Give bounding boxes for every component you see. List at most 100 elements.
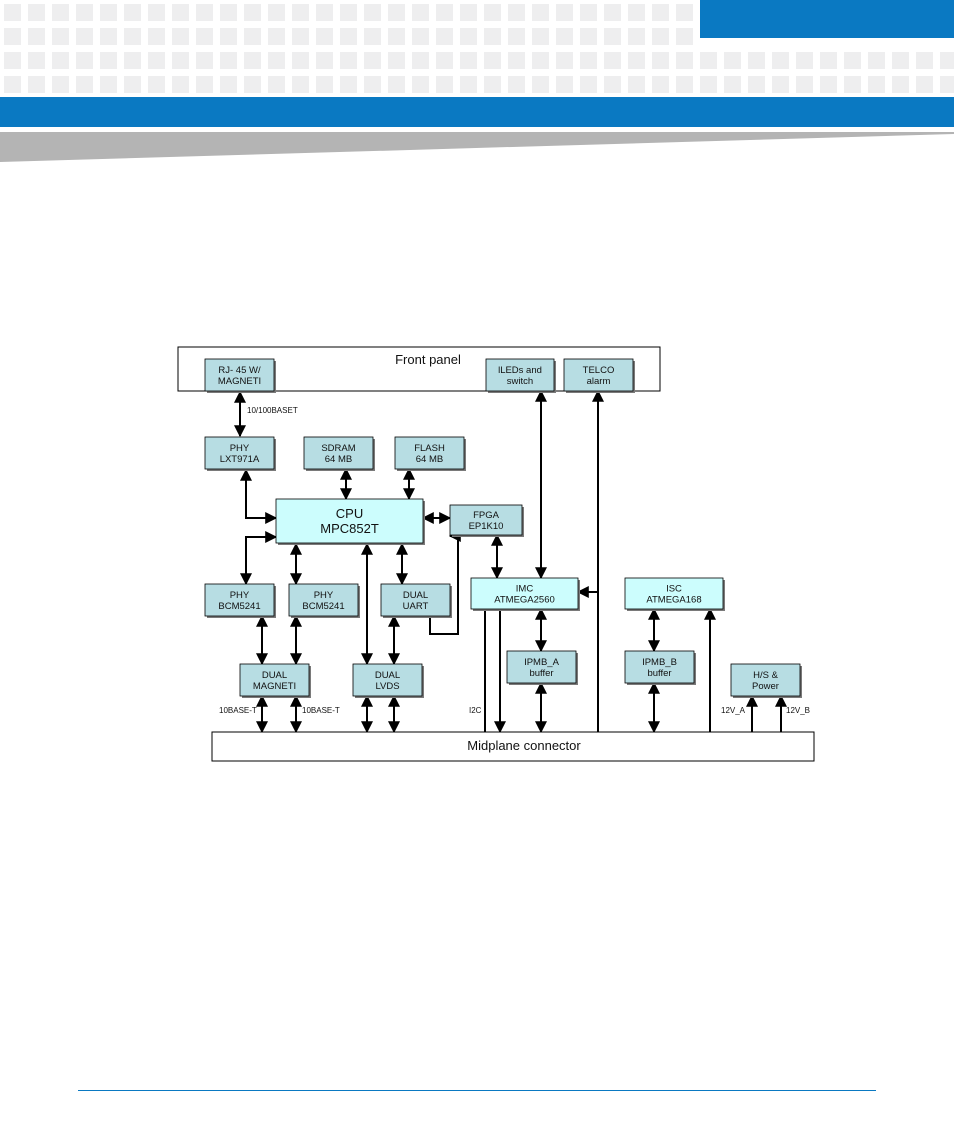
block-box xyxy=(275,498,424,544)
header-tile xyxy=(556,52,573,69)
header-tile xyxy=(940,52,954,69)
header-tile xyxy=(100,76,117,93)
header-tile xyxy=(556,28,573,45)
header-tile xyxy=(508,76,525,93)
header-tile xyxy=(52,4,69,21)
header-tile xyxy=(436,52,453,69)
block-box xyxy=(204,436,275,470)
header-tile xyxy=(652,4,669,21)
block-label-line: MPC852T xyxy=(320,521,379,536)
header-tile xyxy=(772,52,789,69)
header-tile xyxy=(604,4,621,21)
header-tile xyxy=(28,28,45,45)
header-tile xyxy=(676,4,693,21)
block-label-line: 64 MB xyxy=(416,454,443,465)
header-tile xyxy=(484,28,501,45)
block-label-line: PHY xyxy=(230,590,250,601)
header-tile xyxy=(532,76,549,93)
header-tile xyxy=(460,4,477,21)
header-tile xyxy=(892,76,909,93)
block-label-line: BCM5241 xyxy=(218,601,260,612)
header-tile xyxy=(748,76,765,93)
header-tile xyxy=(796,52,813,69)
header-tile xyxy=(580,4,597,21)
block-label-line: PHY xyxy=(230,443,250,454)
header-tile xyxy=(388,4,405,21)
header-tile xyxy=(196,4,213,21)
header-tile xyxy=(244,52,261,69)
header-tile xyxy=(844,52,861,69)
block-label-line: MAGNETI xyxy=(218,376,261,387)
header-tile xyxy=(940,76,954,93)
header-tile xyxy=(532,4,549,21)
block-label-line: ISC xyxy=(666,583,682,594)
header-tile xyxy=(148,76,165,93)
header-tile xyxy=(532,52,549,69)
header-tile xyxy=(700,76,717,93)
block-box xyxy=(624,577,724,610)
header-tile xyxy=(868,76,885,93)
header-tile xyxy=(268,28,285,45)
block-label-line: alarm xyxy=(587,376,611,387)
signal-label-i2c: I2C xyxy=(469,706,482,715)
block-label-line: LVDS xyxy=(375,681,399,692)
header-tile xyxy=(220,4,237,21)
header-tile xyxy=(76,4,93,21)
block-label-line: UART xyxy=(403,601,429,612)
signal-label-12v-a: 12V_A xyxy=(721,706,746,715)
header-tile xyxy=(124,28,141,45)
header-tile xyxy=(316,52,333,69)
header-tile xyxy=(100,28,117,45)
header-tile xyxy=(148,52,165,69)
block-label-line: 64 MB xyxy=(325,454,352,465)
header-tile xyxy=(220,52,237,69)
block-label-line: TELCO xyxy=(583,365,615,376)
header-tile xyxy=(604,28,621,45)
header-tile xyxy=(28,4,45,21)
block-box xyxy=(204,583,275,617)
midplane-connector-frame xyxy=(211,731,815,762)
header-tile xyxy=(388,52,405,69)
front-panel-label: Front panel xyxy=(395,352,461,367)
header-tile xyxy=(724,76,741,93)
header-tile xyxy=(484,76,501,93)
block-box xyxy=(303,436,374,470)
header-tile xyxy=(316,76,333,93)
header-tile xyxy=(628,52,645,69)
block-label-line: FPGA xyxy=(473,510,500,521)
block-label-line: IPMB_A xyxy=(524,657,560,668)
header-tile xyxy=(340,52,357,69)
header-tile xyxy=(628,4,645,21)
header-tile xyxy=(460,52,477,69)
header-tile xyxy=(52,52,69,69)
block-label-line: IPMB_B xyxy=(642,657,677,668)
header-tile xyxy=(124,76,141,93)
header-tile xyxy=(292,4,309,21)
header-tile xyxy=(124,52,141,69)
block-label-line: BCM5241 xyxy=(302,601,344,612)
header-tile xyxy=(268,76,285,93)
block-label-line: RJ- 45 W/ xyxy=(218,365,261,376)
header-tile xyxy=(292,52,309,69)
block-label-line: CPU xyxy=(336,506,363,521)
block-label-line: ATMEGA168 xyxy=(646,594,701,605)
header-tile xyxy=(268,52,285,69)
header-tile xyxy=(196,76,213,93)
block-box xyxy=(563,358,634,392)
block-rj45: RJ- 45 W/MAGNETI xyxy=(204,358,276,393)
header-tile xyxy=(292,76,309,93)
header-tile xyxy=(148,4,165,21)
header-grey-band xyxy=(0,132,954,162)
block-label-line: DUAL xyxy=(403,590,428,601)
signal-label-12v-b: 12V_B xyxy=(786,706,810,715)
header-tile xyxy=(436,4,453,21)
block-label-line: DUAL xyxy=(375,670,400,681)
block-box xyxy=(204,358,275,392)
